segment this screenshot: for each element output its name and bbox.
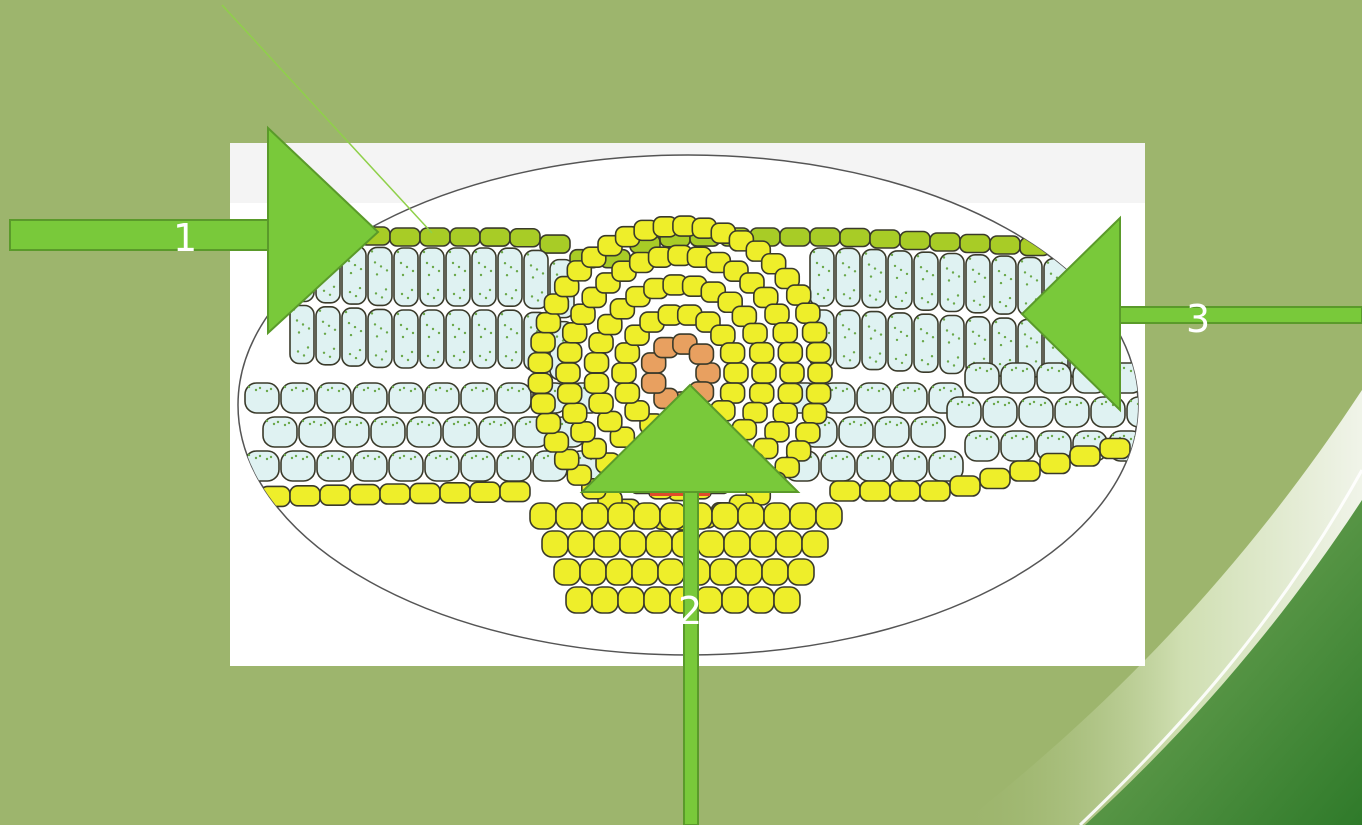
label-3: 3	[1186, 300, 1210, 338]
label-2: 2	[678, 592, 702, 630]
label-1: 1	[173, 219, 197, 257]
